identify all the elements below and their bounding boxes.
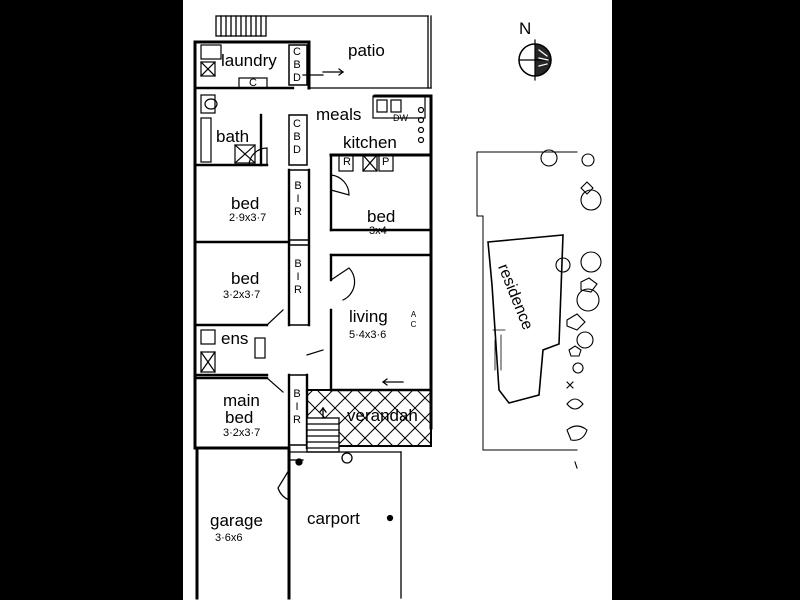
room-dim-bed-3: 3·2x3·7 bbox=[223, 289, 261, 301]
compass-icon bbox=[518, 39, 552, 81]
robe-label-bed-1: BIR bbox=[292, 180, 304, 219]
floor-plan-drawing bbox=[193, 15, 602, 600]
dishwasher-label: DW bbox=[393, 113, 408, 123]
room-dim-garage: 3·6x6 bbox=[215, 532, 243, 544]
room-label-carport: carport bbox=[307, 509, 360, 528]
door-swings bbox=[248, 147, 356, 501]
front-stairs bbox=[306, 406, 340, 453]
room-label-meals: meals bbox=[316, 105, 362, 124]
room-label-ens: ens bbox=[221, 329, 249, 348]
room-label-patio: patio bbox=[348, 41, 385, 60]
fridge-label: R bbox=[343, 156, 351, 168]
room-dim-living: 5·4x3·6 bbox=[349, 329, 387, 341]
robe-label-main-bed: BIR bbox=[291, 388, 303, 427]
kitchen-fixtures bbox=[338, 95, 426, 172]
cupboard-label-laundry: CBD bbox=[291, 46, 303, 85]
garden-shrubs bbox=[540, 149, 602, 469]
room-label-laundry: laundry bbox=[221, 51, 277, 70]
room-label-bath: bath bbox=[216, 127, 250, 146]
copper-label: C bbox=[249, 77, 257, 89]
air-conditioner-label: AC bbox=[409, 310, 418, 330]
cupboards bbox=[288, 44, 310, 446]
room-dim-bed-2: 3x4 bbox=[369, 225, 387, 237]
room-label-bed-2: bed bbox=[367, 207, 396, 226]
cupboard-label-hall: CBD bbox=[291, 118, 303, 157]
room-label-kitchen: kitchen bbox=[343, 133, 397, 152]
room-label-living: living bbox=[349, 307, 388, 326]
wet-area-fixtures bbox=[200, 44, 268, 373]
pantry-label: P bbox=[382, 156, 390, 168]
room-label-verandah: verandah bbox=[347, 406, 418, 425]
room-label-main-bed-line-2: bed bbox=[225, 408, 254, 427]
robe-label-bed-3: BIR bbox=[292, 258, 304, 297]
room-label-bed-3: bed bbox=[231, 269, 260, 288]
room-dim-main-bed: 3·2x3·7 bbox=[223, 427, 261, 439]
neighbour-site bbox=[476, 151, 578, 451]
room-label-main-bed-line-1: main bbox=[223, 391, 260, 410]
room-label-bed-1: bed bbox=[231, 194, 260, 213]
entry-arrows bbox=[302, 68, 404, 386]
patio-outline bbox=[265, 15, 432, 89]
compass-north-label: N bbox=[519, 19, 532, 38]
floor-plan-sheet: N patio laundry meals kitchen bath bed 2… bbox=[183, 0, 612, 600]
room-dim-bed-1: 2·9x3·7 bbox=[229, 212, 267, 224]
rear-stairs bbox=[215, 15, 267, 37]
room-label-garage: garage bbox=[210, 511, 263, 530]
carport-outline bbox=[288, 451, 402, 599]
